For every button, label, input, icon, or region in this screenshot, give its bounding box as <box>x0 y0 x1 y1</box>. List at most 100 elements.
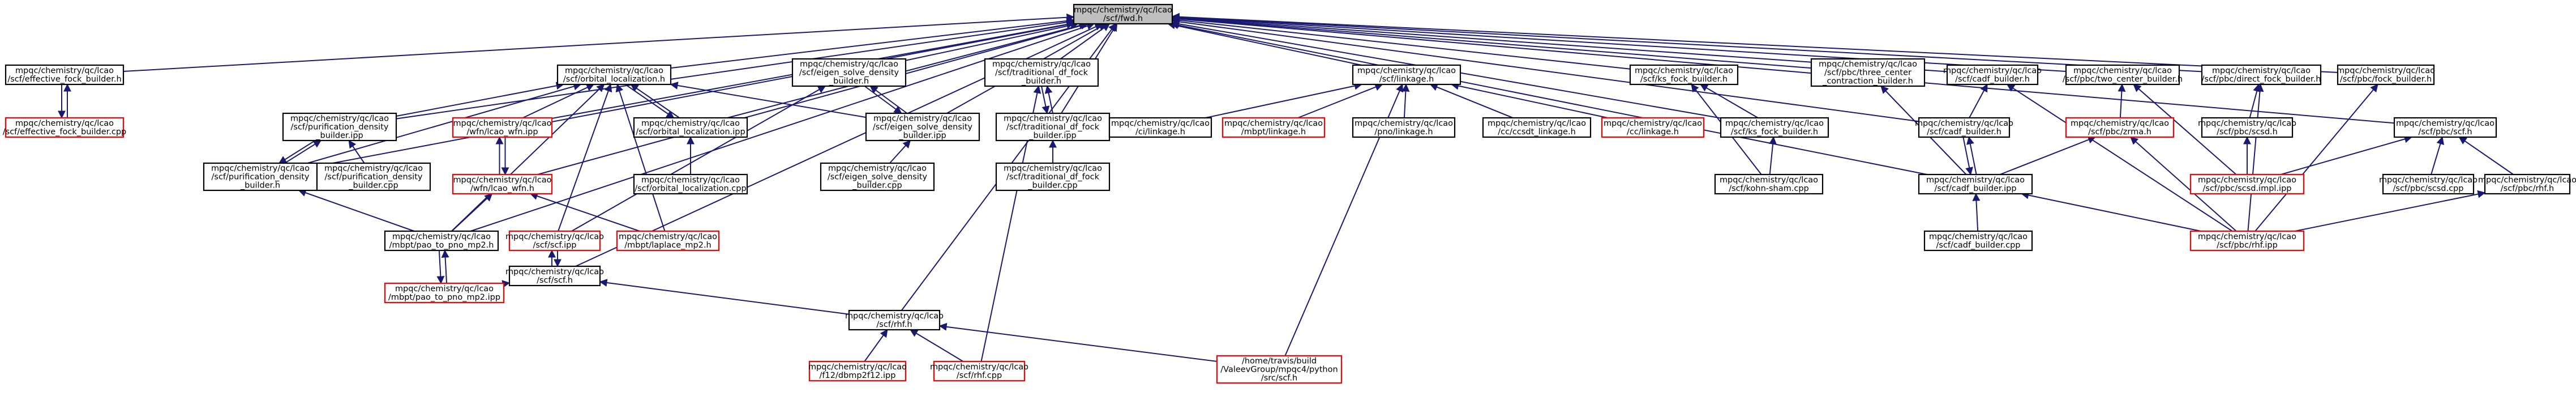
node-efbcpp[interactable]: mpqc/chemistry/qc/lcao/scf/effective_foc… <box>3 117 126 138</box>
node-label-line: /scf/kohn-sham.cpp <box>1729 184 1809 193</box>
node-pdb[interactable]: mpqc/chemistry/qc/lcao/scf/purification_… <box>282 112 397 142</box>
node-efb[interactable]: mpqc/chemistry/qc/lcao/scf/effective_foc… <box>5 64 125 86</box>
node-root[interactable]: mpqc/chemistry/qc/lcao/scf/fwd.h <box>1073 3 1173 25</box>
node-cclnk2[interactable]: mpqc/chemistry/qc/lcao/cc/linkage.h <box>1601 117 1705 138</box>
node-mblnk[interactable]: mpqc/chemistry/qc/lcao/mbpt/linkage.h <box>1221 117 1326 138</box>
node-box <box>616 230 720 252</box>
edge-wfnipp-to-orb <box>522 84 595 118</box>
edge-dfipp-to-cadfipp <box>1966 136 1977 175</box>
node-rhfcpp[interactable]: mpqc/chemistry/qc/lcao/scf/rhf.cpp <box>930 360 1028 382</box>
node-pdbcpp[interactable]: mpqc/chemistry/qc/lcao/scf/purification_… <box>316 162 431 192</box>
node-scfipp[interactable]: mpqc/chemistry/qc/lcao/scf/scf.ipp <box>505 230 604 252</box>
node-kfb[interactable]: mpqc/chemistry/qc/lcao/scf/ks_fock_build… <box>1629 64 1739 86</box>
node-scsdimpl[interactable]: mpqc/chemistry/qc/lcao/scf/pbc/scsd.impl… <box>2189 173 2305 195</box>
node-pbcfb[interactable]: mpqc/chemistry/qc/lcao/scf/pbc/fock_buil… <box>2337 64 2435 86</box>
edge-pnoipp-to-scfh <box>502 280 511 288</box>
edge-pbcrhfipp-to-pbcfb <box>2254 83 2378 232</box>
node-label-line: mpqc/chemistry/qc/lcao <box>2073 66 2172 75</box>
node-box <box>1918 117 2011 138</box>
node-label-line: /scf/pbc/three_center <box>1824 69 1911 78</box>
node-label-line: mpqc/chemistry/qc/lcao <box>1819 60 1917 69</box>
node-label-line: mpqc/chemistry/qc/lcao <box>1720 176 1818 185</box>
node-box <box>791 58 907 87</box>
node-rhfh[interactable]: mpqc/chemistry/qc/lcao/scf/rhf.h <box>845 309 944 331</box>
node-orbipp[interactable]: mpqc/chemistry/qc/lcao/scf/orbital_local… <box>633 117 748 138</box>
node-cadfipp[interactable]: mpqc/chemistry/qc/lcao/scf/cadf_builder.… <box>1915 117 2013 138</box>
node-tdf[interactable]: mpqc/chemistry/qc/lcao/scf/traditional_d… <box>984 58 1099 87</box>
node-pnoipp[interactable]: mpqc/chemistry/qc/lcao/mbpt/pao_to_pno_m… <box>384 282 505 304</box>
node-dfipp[interactable]: mpqc/chemistry/qc/lcao/scf/cadf_builder.… <box>1918 173 2033 195</box>
node-pbcscf[interactable]: mpqc/chemistry/qc/lcao/scf/pbc/scf.h <box>2393 117 2497 138</box>
node-pbc2c[interactable]: mpqc/chemistry/qc/lcao/scf/pbc/two_cente… <box>2063 64 2183 86</box>
node-label-line: mpqc/chemistry/qc/lcao <box>395 284 494 293</box>
node-pnolnk[interactable]: mpqc/chemistry/qc/lcao/pno/linkage.h <box>1352 117 1456 138</box>
edge-pdb-to-root <box>396 18 1075 120</box>
node-label-line: mpqc/chemistry/qc/lcao <box>873 114 972 124</box>
node-pbcscsd[interactable]: mpqc/chemistry/qc/lcao/scf/pbc/scsd.h <box>2198 117 2296 138</box>
edge-dfcpp-to-dfipp <box>1972 193 1981 232</box>
node-label-line: /scf/eigen_solve_density <box>873 123 973 132</box>
edge-pno-to-wfnh <box>451 193 493 232</box>
node-orb[interactable]: mpqc/chemistry/qc/lcao/scf/orbital_local… <box>556 64 672 86</box>
node-pno[interactable]: mpqc/chemistry/qc/lcao/mbpt/pao_to_pno_m… <box>384 230 499 252</box>
node-label-line: mpqc/chemistry/qc/lcao <box>453 176 551 185</box>
node-label-line: mpqc/chemistry/qc/lcao <box>1357 66 1456 75</box>
node-label-line: mpqc/chemistry/qc/lcao <box>2198 119 2296 128</box>
node-esd[interactable]: mpqc/chemistry/qc/lcao/scf/eigen_solve_d… <box>791 58 907 87</box>
node-box <box>384 282 505 304</box>
node-cadf[interactable]: mpqc/chemistry/qc/lcao/scf/cadf_builder.… <box>1943 64 2042 86</box>
node-ksh[interactable]: mpqc/chemistry/qc/lcao/scf/kohn-sham.cpp <box>1714 173 1824 195</box>
node-box <box>2189 230 2305 252</box>
node-label-line: mpqc/chemistry/qc/lcao <box>2198 176 2296 185</box>
node-lnk[interactable]: mpqc/chemistry/qc/lcao/scf/linkage.h <box>1352 64 1461 86</box>
node-wfnipp[interactable]: mpqc/chemistry/qc/lcao/wfn/lcao_wfn.ipp <box>452 117 553 138</box>
node-box <box>633 173 748 195</box>
node-box <box>2484 173 2571 195</box>
node-wfnh[interactable]: mpqc/chemistry/qc/lcao/wfn/lcao_wfn.h <box>452 173 553 195</box>
edge-pbcrhfipp-to-pbcrhf <box>2294 190 2486 232</box>
node-label-line: /scf/fwd.h <box>1103 14 1143 23</box>
node-label-line: mpqc/chemistry/qc/lcao <box>2198 232 2296 241</box>
node-f12[interactable]: mpqc/chemistry/qc/lcao/f12/dbmp2f12.ipp <box>808 360 907 382</box>
node-label-line: mpqc/chemistry/qc/lcao <box>1926 176 2025 185</box>
node-box <box>2337 64 2435 86</box>
node-scsdcpp[interactable]: mpqc/chemistry/qc/lcao/scf/pbc/scsd.cpp <box>2379 173 2478 195</box>
node-tdfcpp[interactable]: mpqc/chemistry/qc/lcao/scf/traditional_d… <box>995 162 1111 192</box>
node-esdipp[interactable]: mpqc/chemistry/qc/lcao/scf/eigen_solve_d… <box>865 112 980 142</box>
node-label-line: mpqc/chemistry/qc/lcao <box>324 164 423 173</box>
node-dfcpp[interactable]: mpqc/chemistry/qc/lcao/scf/cadf_builder.… <box>1923 230 2033 252</box>
node-cclnk[interactable]: mpqc/chemistry/qc/lcao/cc/ccsdt_linkage.… <box>1482 117 1592 138</box>
edge-scfipp-to-esd <box>571 86 826 232</box>
node-box <box>2189 173 2305 195</box>
edge-kfb-to-root <box>1171 16 1631 70</box>
node-tdfipp[interactable]: mpqc/chemistry/qc/lcao/scf/traditional_d… <box>995 112 1111 142</box>
node-label-line: /scf/orbital_localization.ipp <box>636 127 745 137</box>
edge-pnoipp-to-pno <box>441 249 449 284</box>
node-pbcrhfipp[interactable]: mpqc/chemistry/qc/lcao/scf/pbc/rhf.ipp <box>2189 230 2305 252</box>
node-label-line: mpqc/chemistry/qc/lcao <box>2396 119 2494 128</box>
node-label-line: mpqc/chemistry/qc/lcao <box>2379 176 2478 185</box>
node-lmp2[interactable]: mpqc/chemistry/qc/lcao/mbpt/laplace_mp2.… <box>616 230 720 252</box>
node-label-line: mpqc/chemistry/qc/lcao <box>808 363 907 372</box>
node-label-line: mpqc/chemistry/qc/lcao <box>1943 66 2042 75</box>
node-tc[interactable]: mpqc/chemistry/qc/lcao/scf/pbc/three_cen… <box>1810 58 1926 87</box>
node-label-line: /cc/linkage.h <box>1627 127 1679 137</box>
node-label-line: /scf/scf.h <box>537 276 573 285</box>
edge-f12-to-rhfh <box>864 329 888 362</box>
node-py[interactable]: /home/travis/build/ValeevGroup/mpqc4/pyt… <box>1216 355 1343 384</box>
node-pbcrhf[interactable]: mpqc/chemistry/qc/lcao/scf/pbc/rhf.h <box>2478 173 2576 195</box>
node-cilnk[interactable]: mpqc/chemistry/qc/lcao/ci/linkage.h <box>1108 117 1212 138</box>
node-label-line: _builder.h <box>1021 77 1061 86</box>
node-kfbipp[interactable]: mpqc/chemistry/qc/lcao/scf/ks_fock_build… <box>1720 117 1829 138</box>
edge-scsdcpp-to-pbcscf <box>2431 136 2444 175</box>
node-label-line: /scf/pbc/fock_builder.h <box>2340 75 2432 84</box>
node-pbcdf[interactable]: mpqc/chemistry/qc/lcao/scf/pbc/direct_fo… <box>2201 64 2322 86</box>
node-scfh[interactable]: mpqc/chemistry/qc/lcao/scf/scf.h <box>505 265 604 287</box>
node-orbcpp[interactable]: mpqc/chemistry/qc/lcao/scf/orbital_local… <box>633 173 748 195</box>
node-pdbh[interactable]: mpqc/chemistry/qc/lcao/scf/purification_… <box>203 162 318 192</box>
node-box <box>995 162 1111 192</box>
node-esdcpp[interactable]: mpqc/chemistry/qc/lcao/scf/eigen_solve_d… <box>820 162 935 192</box>
edge-pdb-to-orb <box>396 82 564 117</box>
edge-pbcfb-to-root <box>1171 12 2338 73</box>
node-pbczrma[interactable]: mpqc/chemistry/qc/lcao/scf/pbc/zrma.h <box>2065 117 2175 138</box>
